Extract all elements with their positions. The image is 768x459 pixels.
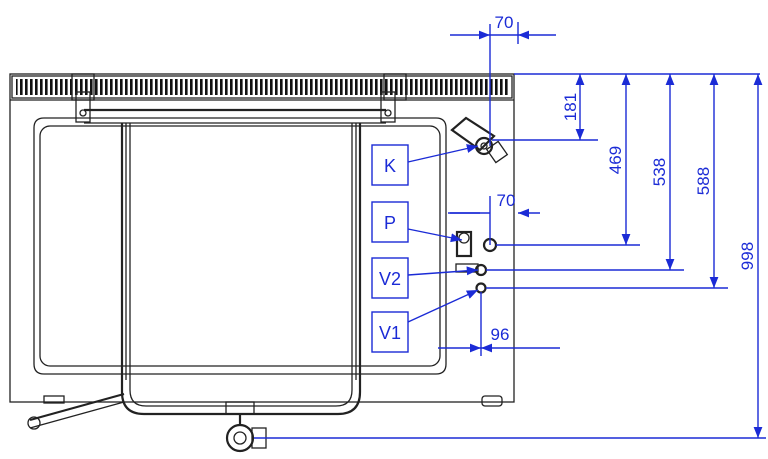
dim-588: 588 — [694, 74, 719, 288]
dim-181: 181 — [561, 74, 585, 140]
dim-181-text: 181 — [561, 93, 580, 121]
label-p-text: P — [384, 213, 396, 233]
left-hinge — [71, 73, 95, 123]
v2-fitting — [455, 263, 488, 277]
dim-top-70-text: 70 — [495, 13, 514, 32]
dim-mid-70: 70 — [448, 191, 540, 245]
dim-538: 538 — [650, 74, 675, 270]
dim-top-70: 70 — [450, 13, 556, 146]
v1-fitting — [475, 282, 487, 294]
label-k: K — [371, 144, 479, 186]
dim-998: 998 — [738, 74, 763, 438]
right-hinge — [380, 73, 407, 123]
dim-588-text: 588 — [694, 167, 713, 195]
label-v1: V1 — [371, 289, 479, 353]
door-window — [39, 125, 441, 367]
label-v2: V2 — [371, 257, 479, 299]
label-p: P — [371, 201, 463, 243]
vent-slots — [16, 79, 508, 95]
dim-469: 469 — [606, 74, 631, 245]
foot-right — [481, 395, 503, 407]
dim-469-text: 469 — [606, 146, 625, 174]
dim-mid-70-text: 70 — [497, 191, 516, 210]
drain-fitting — [225, 401, 267, 453]
label-v1-text: V1 — [379, 323, 401, 343]
dim-998-text: 998 — [738, 242, 757, 270]
foot-left — [43, 395, 65, 404]
k-fitting — [450, 116, 509, 164]
label-v2-text: V2 — [379, 269, 401, 289]
vent-grille — [11, 75, 513, 99]
door-outline — [33, 117, 447, 375]
dim-bottom-96: 96 — [438, 292, 560, 356]
lever-handle — [27, 392, 125, 430]
dim-bottom-96-text: 96 — [491, 325, 510, 344]
appliance-body — [9, 73, 515, 453]
dim-538-text: 538 — [650, 158, 669, 186]
label-k-text: K — [384, 156, 396, 176]
door-handle-frame — [120, 123, 362, 416]
